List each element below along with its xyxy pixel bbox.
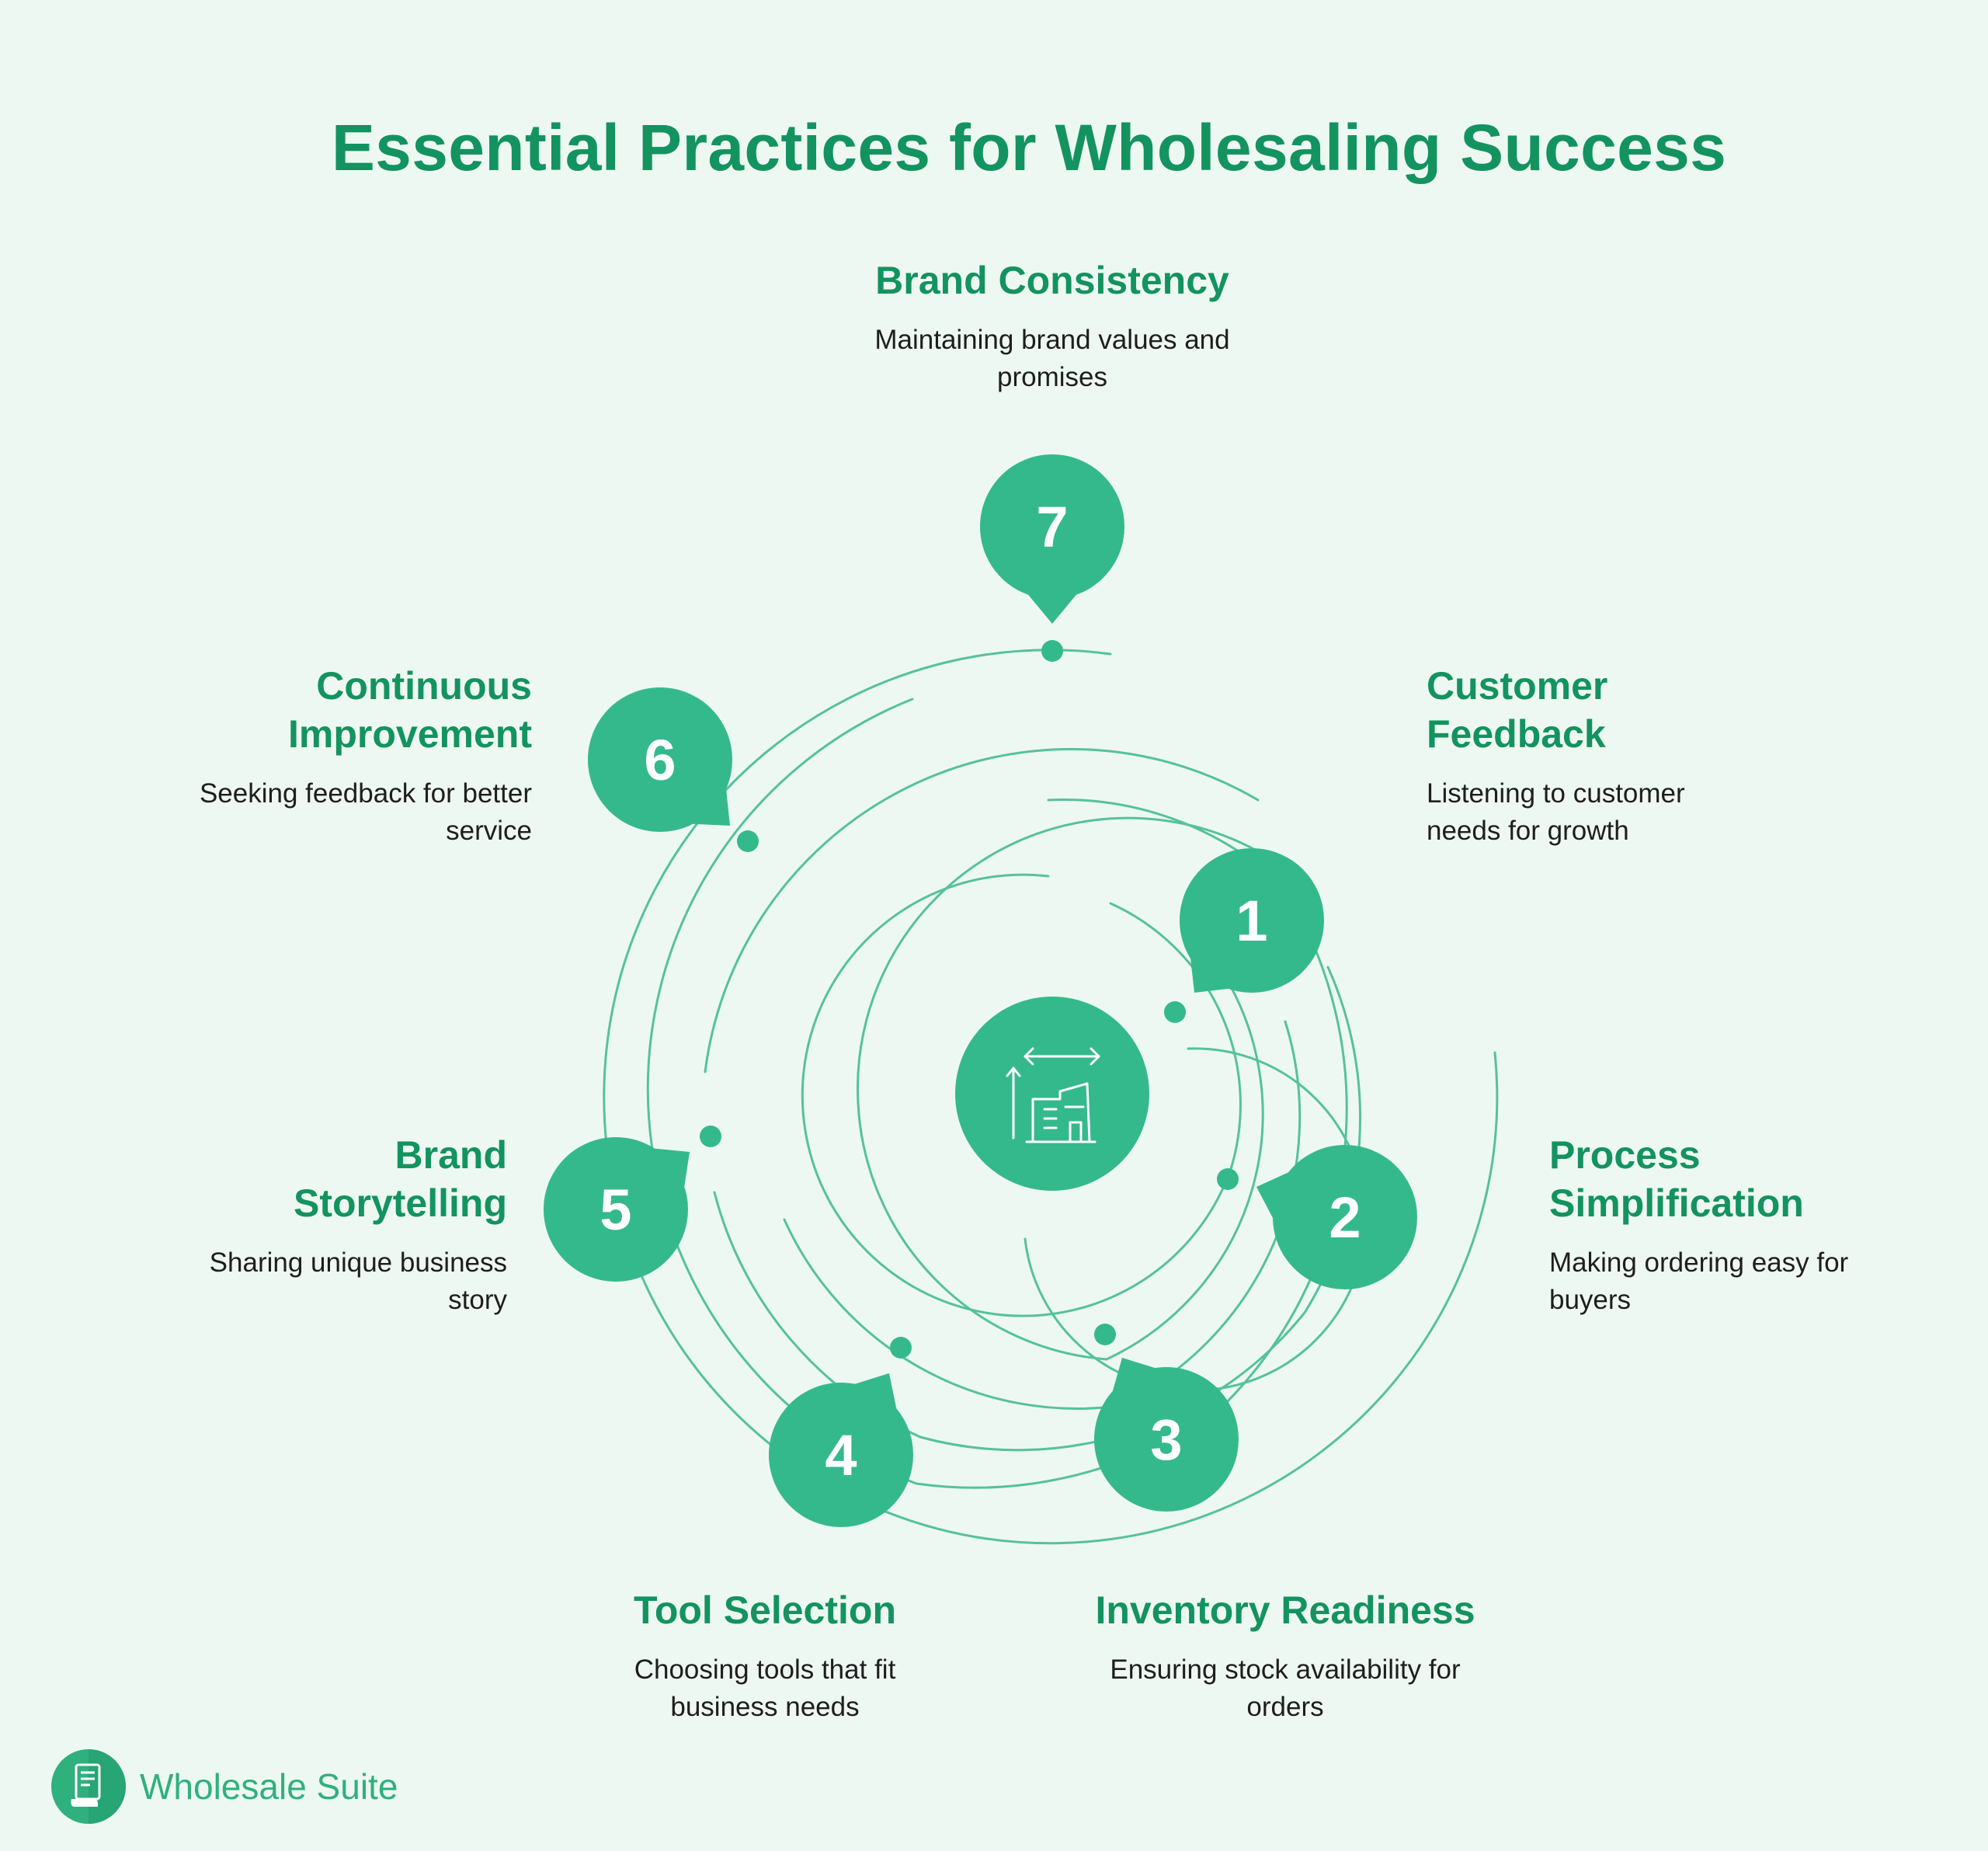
step-7-number: 7: [1036, 495, 1068, 559]
step-3-marker: 3: [1094, 1358, 1239, 1512]
step-1-description: Listening to customer needs for growth: [1427, 778, 1685, 846]
step-2-number: 2: [1329, 1185, 1361, 1250]
step-2-heading: Process Simplification: [1549, 1133, 1804, 1225]
step-4-marker: 4: [769, 1373, 913, 1527]
step-1-number: 1: [1236, 889, 1267, 953]
warehouse-dimensions-icon: [1006, 1047, 1100, 1143]
step-2-pointer: [1256, 1172, 1289, 1218]
document-scroll-icon: [51, 1749, 126, 1824]
step-4-heading: Tool Selection: [634, 1588, 896, 1632]
step-3-description: Ensuring stock availability for orders: [1110, 1654, 1461, 1722]
step-1-badge: [1180, 848, 1324, 993]
ring-dot-6: [737, 830, 759, 852]
logo-text: Wholesale Suite: [140, 1766, 398, 1807]
step-3-heading: Inventory Readiness: [1095, 1588, 1475, 1632]
step-7-description: Maintaining brand values and promises: [874, 325, 1230, 392]
ring-dot-3: [1094, 1324, 1116, 1345]
ring-4b: [783, 1218, 1120, 1410]
step-5-badge: [544, 1137, 688, 1282]
step-1-label: Customer Feedback Listening to customer …: [1427, 662, 1753, 850]
ring-dot-7: [1041, 640, 1063, 662]
step-7-label: Brand Consistency Maintaining brand valu…: [819, 256, 1285, 396]
step-5-description: Sharing unique business story: [209, 1247, 507, 1315]
ring-1: [1024, 1047, 1368, 1392]
step-4-description: Choosing tools that fit business needs: [634, 1654, 896, 1722]
step-5-marker: 5: [544, 1137, 690, 1282]
step-6-description: Seeking feedback for better service: [199, 778, 532, 846]
ring-dot-1: [1164, 1001, 1186, 1023]
step-6-heading: Continuous Improvement: [288, 664, 532, 756]
step-6-number: 6: [644, 728, 676, 792]
center-hub: [955, 997, 1149, 1191]
step-7-badge: [980, 454, 1124, 599]
ring-3b: [857, 816, 1258, 1105]
step-6-badge: [588, 687, 732, 832]
step-4-label: Tool Selection Choosing tools that fit b…: [586, 1586, 944, 1726]
ring-dot-5: [700, 1126, 721, 1147]
step-1-heading: Customer Feedback: [1427, 664, 1608, 756]
step-6-marker: 6: [588, 687, 732, 832]
ring-dot-2: [1217, 1168, 1239, 1190]
step-5-label: Brand Storytelling Sharing unique busine…: [202, 1131, 507, 1319]
step-5-number: 5: [600, 1178, 631, 1242]
step-6-label: Continuous Improvement Seeking feedback …: [179, 662, 532, 850]
step-3-number: 3: [1150, 1407, 1182, 1472]
page-title: Essential Practices for Wholesaling Succ…: [331, 111, 1727, 184]
step-7-marker: 7: [980, 454, 1124, 624]
step-1-marker: 1: [1180, 848, 1324, 993]
step-2-marker: 2: [1256, 1145, 1417, 1289]
step-3-badge: [1094, 1367, 1239, 1512]
step-2-description: Making ordering easy for buyers: [1549, 1247, 1849, 1315]
ring-6d: [646, 698, 914, 1151]
step-2-label: Process Simplification Making ordering e…: [1549, 1131, 1875, 1319]
step-3-label: Inventory Readiness Ensuring stock avail…: [1068, 1586, 1503, 1726]
step-4-badge: [769, 1383, 913, 1527]
step-7-heading: Brand Consistency: [875, 259, 1229, 302]
ring-7: [603, 649, 1499, 1545]
ring-dot-4: [890, 1337, 912, 1359]
step-5-heading: Brand Storytelling: [293, 1133, 507, 1225]
step-4-number: 4: [825, 1423, 857, 1487]
step-2-badge: [1273, 1145, 1417, 1289]
ring-3: [857, 966, 1264, 1361]
ring-4c: [1047, 799, 1256, 864]
step-7-pointer: [1027, 594, 1077, 624]
ring-2: [801, 873, 1242, 1317]
ring-5d: [704, 747, 1260, 1073]
